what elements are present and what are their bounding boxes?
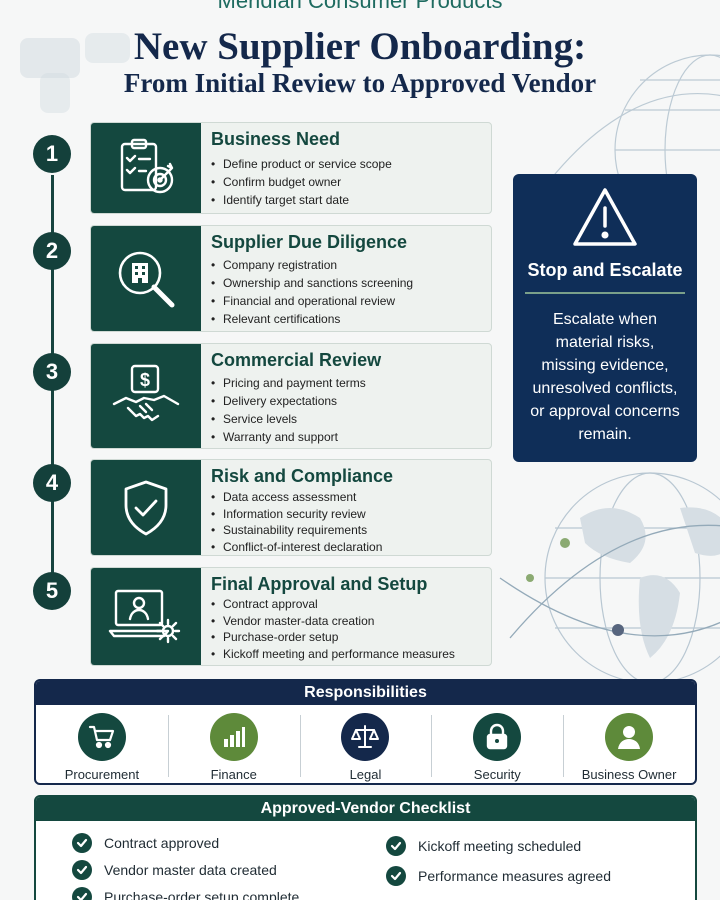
check-icon: [72, 833, 92, 853]
list-item: Vendor master-data creation: [211, 613, 455, 630]
role-label: Security: [473, 767, 521, 782]
step-card-business-need: Business Need Define product or service …: [90, 122, 492, 214]
step-items: Define product or service scope Confirm …: [211, 155, 392, 209]
page-subtitle: From Initial Review to Approved Vendor: [123, 68, 597, 98]
list-item: Information security review: [211, 506, 382, 523]
scales-icon: [351, 725, 380, 748]
list-item: Financial and operational review: [211, 292, 413, 310]
step-title: Risk and Compliance: [211, 466, 394, 486]
role-label: Business Owner: [581, 767, 677, 782]
check-icon: [386, 866, 406, 886]
organization-name: Meridian Consumer Products: [217, 0, 503, 13]
step-title: Supplier Due Diligence: [211, 232, 408, 252]
role-security: Security: [431, 707, 563, 783]
responsibilities-panel: Responsibilities Procurement Finance: [34, 679, 697, 785]
role-label: Finance: [210, 767, 257, 782]
step-title: Final Approval and Setup: [211, 574, 428, 594]
step-title: Business Need: [211, 129, 341, 149]
check-icon: [386, 836, 406, 856]
list-item: Identify target start date: [211, 191, 392, 209]
role-label: Legal: [349, 767, 382, 782]
checklist-item: Kickoff meeting scheduled: [386, 836, 581, 856]
step-number-2: 2: [33, 232, 71, 270]
list-item: Conflict-of-interest declaration: [211, 539, 382, 556]
check-icon: [72, 887, 92, 900]
list-item: Company registration: [211, 256, 413, 274]
checklist-item: Vendor master data created: [72, 860, 277, 880]
step-card-commercial-review: $ Commercial Review Pricing and payment …: [90, 343, 492, 449]
magnifier-building-icon: [118, 251, 175, 307]
laptop-user-gear-icon: [108, 589, 181, 643]
person-icon: [618, 726, 641, 749]
step-card-supplier-due-diligence: Supplier Due Diligence Company registrat…: [90, 225, 492, 332]
list-item: Confirm budget owner: [211, 173, 392, 191]
step-number-4: 4: [33, 464, 71, 502]
warning-icon: [573, 188, 637, 246]
cart-icon: [88, 725, 114, 749]
list-item: Purchase-order setup: [211, 629, 455, 646]
step-card-risk-and-compliance: Risk and Compliance Data access assessme…: [90, 459, 492, 556]
step-number-5: 5: [33, 572, 71, 610]
escalation-title: Stop and Escalate: [527, 260, 683, 280]
step-title: Commercial Review: [211, 350, 382, 370]
step-items: Company registration Ownership and sanct…: [211, 256, 413, 328]
role-procurement: Procurement: [36, 707, 168, 783]
checklist-item: Purchase-order setup complete: [72, 887, 299, 900]
list-item: Kickoff meeting and performance measures: [211, 646, 455, 663]
step-items: Contract approval Vendor master-data cre…: [211, 596, 455, 662]
checklist-heading: Approved-Vendor Checklist: [36, 797, 695, 821]
step-items: Data access assessment Information secur…: [211, 489, 382, 555]
role-finance: Finance: [167, 707, 300, 783]
check-icon: [72, 860, 92, 880]
globe-map-icon: [499, 472, 720, 684]
checklist-item: Performance measures agreed: [386, 866, 611, 886]
checklist-item: Contract approved: [72, 833, 219, 853]
shield-check-icon: [124, 480, 168, 535]
role-label: Procurement: [64, 767, 140, 782]
list-item: Delivery expectations: [211, 392, 366, 410]
list-item: Data access assessment: [211, 489, 382, 506]
bar-chart-icon: [223, 727, 245, 747]
lock-icon: [487, 723, 508, 750]
list-item: Pricing and payment terms: [211, 374, 366, 392]
divider: [525, 292, 685, 294]
globe-lines-icon: [549, 54, 720, 190]
step-number-3: 3: [33, 353, 71, 391]
escalation-panel: Stop and Escalate Escalate when material…: [513, 174, 697, 462]
step-items: Pricing and payment terms Delivery expec…: [211, 374, 366, 446]
clipboard-target-icon: [120, 138, 174, 194]
list-item: Contract approval: [211, 596, 455, 613]
world-dots-icon: [20, 33, 130, 113]
escalation-body: Escalate when material risks, missing ev…: [530, 311, 680, 443]
page-title: New Supplier Onboarding:: [133, 25, 587, 68]
svg-text:$: $: [140, 370, 150, 390]
role-business-owner: Business Owner: [563, 707, 695, 783]
handshake-dollar-icon: $: [112, 364, 180, 422]
list-item: Define product or service scope: [211, 155, 392, 173]
responsibilities-heading: Responsibilities: [36, 681, 695, 705]
list-item: Ownership and sanctions screening: [211, 274, 413, 292]
list-item: Relevant certifications: [211, 310, 413, 328]
role-legal: Legal: [299, 707, 432, 783]
approved-vendor-checklist: Approved-Vendor Checklist Contract appro…: [34, 795, 697, 900]
list-item: Warranty and support: [211, 428, 366, 446]
list-item: Service levels: [211, 410, 366, 428]
step-number-1: 1: [33, 135, 71, 173]
list-item: Sustainability requirements: [211, 522, 382, 539]
step-card-final-approval-and-setup: Final Approval and Setup Contract approv…: [90, 567, 492, 666]
